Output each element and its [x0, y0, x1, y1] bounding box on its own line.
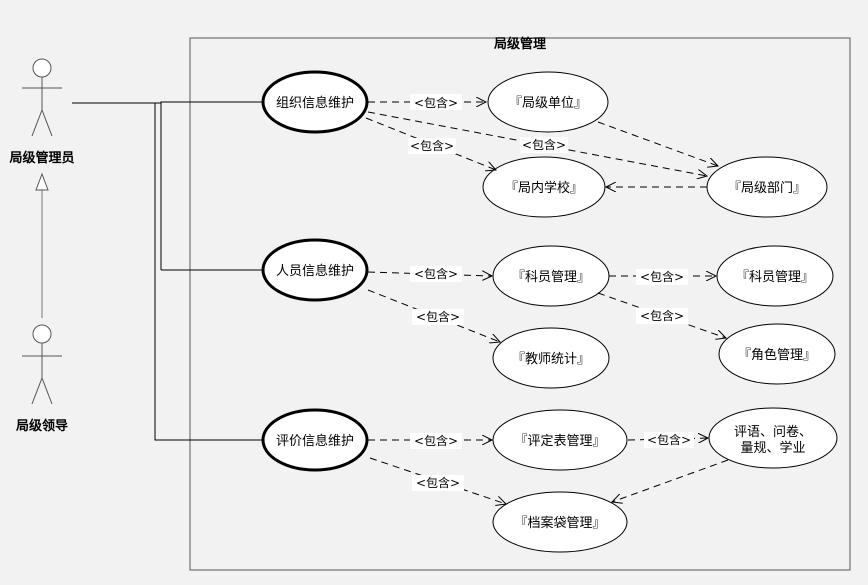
svg-text:『评定表管理』: 『评定表管理』: [514, 434, 605, 449]
svg-text:评语、问卷、: 评语、问卷、: [734, 424, 812, 440]
include-label: <包含>: [640, 269, 684, 284]
actor-leader-label: 局级领导: [16, 418, 68, 434]
svg-text:『教师统计』: 『教师统计』: [512, 351, 590, 367]
use-case-role[interactable]: 『角色管理』: [718, 323, 836, 385]
use-case-dept[interactable]: 『局级部门』: [706, 156, 828, 218]
svg-text:『角色管理』: 『角色管理』: [738, 347, 816, 363]
use-case-keyuan[interactable]: 『科员管理』: [492, 245, 610, 307]
include-label: <包含>: [416, 309, 460, 324]
rel-comments-archive: [612, 459, 729, 502]
use-case-comments[interactable]: 评语、问卷、 量规、学业: [708, 407, 838, 469]
svg-text:『局级部门』: 『局级部门』: [728, 181, 806, 196]
rel-keyuan-role: [597, 292, 726, 338]
system-boundary: [189, 37, 851, 571]
use-case-archive[interactable]: 『档案袋管理』: [492, 491, 628, 553]
association-lines: [72, 101, 262, 441]
svg-text:评价信息维护: 评价信息维护: [276, 433, 354, 449]
include-label: <包含>: [647, 432, 691, 447]
use-case-staff[interactable]: 人员信息维护: [261, 238, 369, 302]
svg-text:『档案袋管理』: 『档案袋管理』: [514, 516, 605, 531]
include-label: <包含>: [640, 308, 684, 323]
svg-text:『科员管理』: 『科员管理』: [512, 270, 590, 285]
use-case-keyuan-2[interactable]: 『科员管理』: [716, 245, 834, 307]
include-label: <包含>: [414, 433, 458, 448]
svg-text:人员信息维护: 人员信息维护: [276, 263, 354, 279]
system-title: 局级管理: [494, 36, 546, 52]
generalization-arrow: [35, 172, 49, 318]
rel-unit-dept: [597, 121, 718, 166]
include-label: <包含>: [414, 266, 458, 281]
use-case-evalform[interactable]: 『评定表管理』: [492, 409, 628, 471]
actor-admin[interactable]: [22, 58, 62, 137]
svg-text:『局级单位』: 『局级单位』: [509, 96, 587, 111]
include-label: <包含>: [416, 475, 460, 490]
include-label: <包含>: [410, 138, 454, 153]
include-label: <包含>: [522, 137, 566, 152]
use-case-eval[interactable]: 评价信息维护: [261, 408, 369, 472]
include-labels: <包含> <包含> <包含> <包含> <包含> <包含> <包含> <包含> …: [408, 94, 694, 491]
use-case-school[interactable]: 『局内学校』: [482, 156, 606, 218]
use-case-unit[interactable]: 『局级单位』: [487, 71, 609, 133]
svg-text:组织信息维护: 组织信息维护: [276, 95, 354, 111]
svg-text:『局内学校』: 『局内学校』: [505, 180, 583, 196]
include-label: <包含>: [414, 95, 458, 110]
svg-text:『科员管理』: 『科员管理』: [736, 270, 814, 285]
use-case-teacher[interactable]: 『教师统计』: [492, 327, 610, 389]
actor-leader[interactable]: [22, 324, 62, 405]
use-case-org[interactable]: 组织信息维护: [261, 70, 369, 134]
actor-admin-label: 局级管理员: [9, 150, 74, 166]
svg-text:量规、学业: 量规、学业: [740, 440, 805, 456]
